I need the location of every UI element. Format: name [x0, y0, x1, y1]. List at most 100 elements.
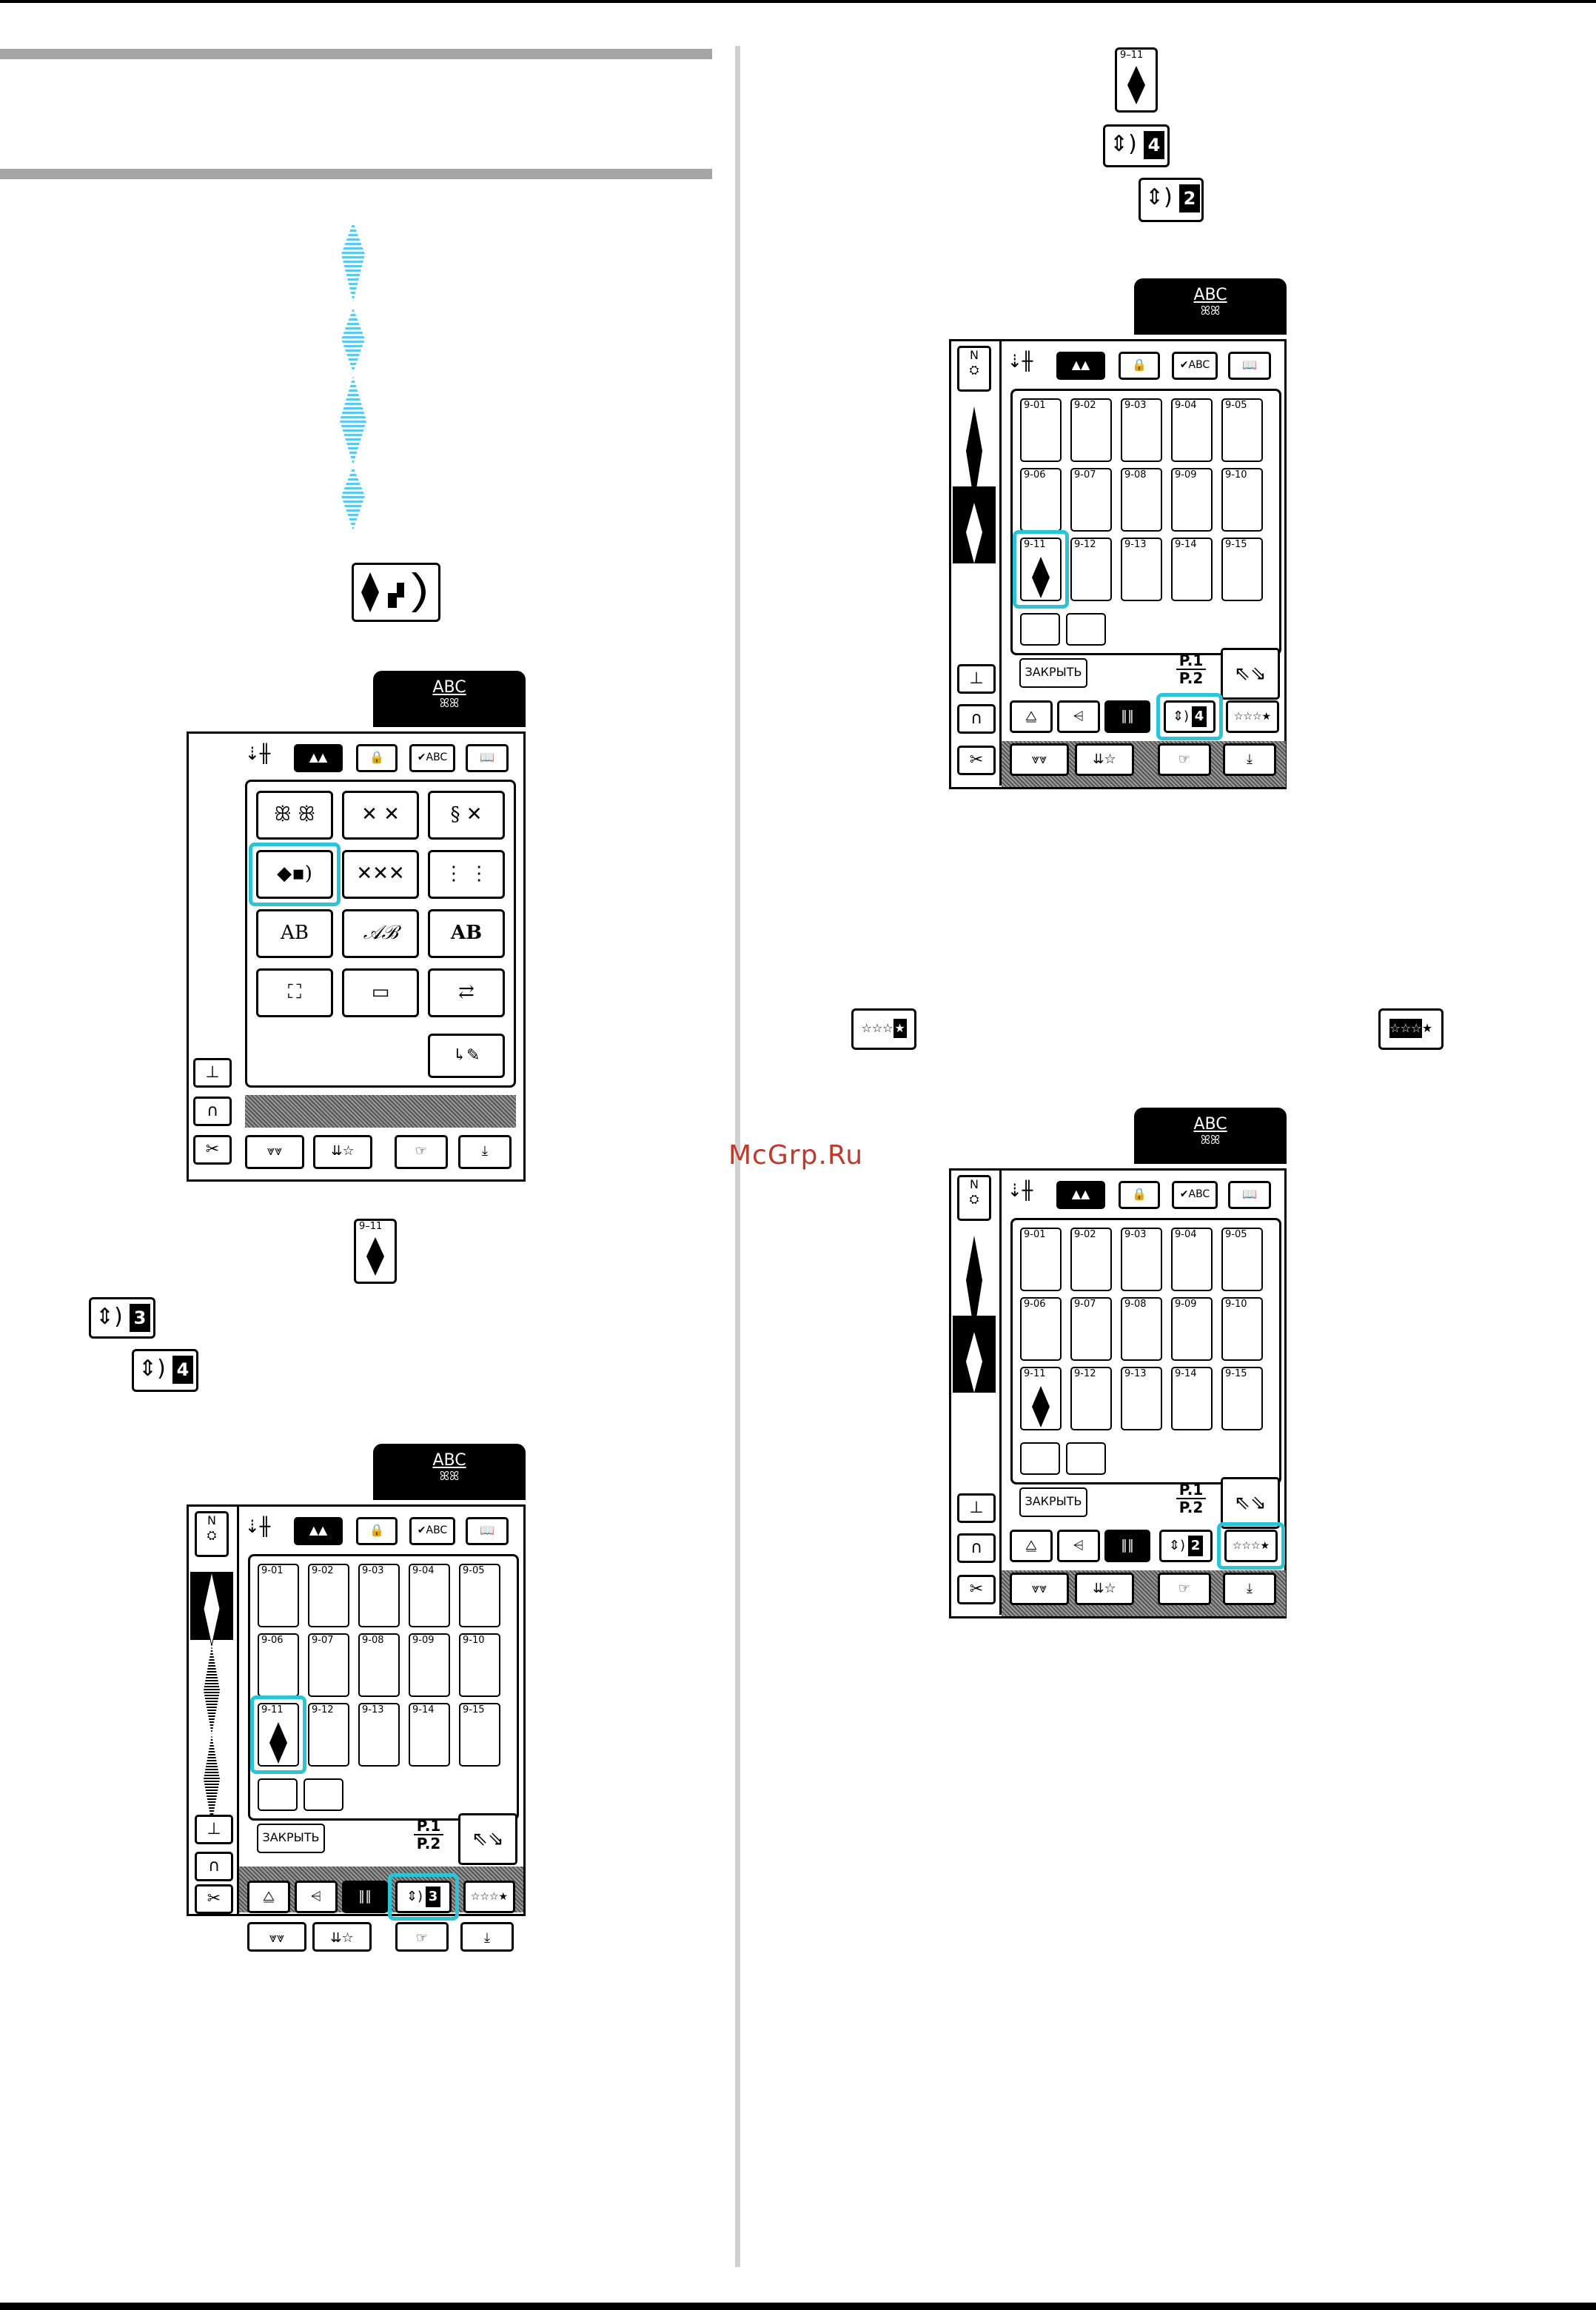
pattern-cell[interactable]: 9-06	[1020, 468, 1062, 532]
pattern-cell[interactable]: 9-05	[1221, 398, 1263, 462]
pattern-cell[interactable]: 9-04	[1171, 398, 1213, 462]
abc-tab[interactable]: ABC ꕤꕤ	[1134, 278, 1287, 335]
utility-stitch-button[interactable]: ⩔⩔	[247, 1922, 306, 1952]
reverse-stitch-icon[interactable]: ∩	[957, 1533, 996, 1563]
pattern-cell[interactable]: 9-07	[308, 1633, 349, 1697]
pattern-cell[interactable]: 9-12	[1070, 538, 1112, 601]
pattern-cell[interactable]: 9-08	[358, 1633, 400, 1697]
width-button[interactable]: ⇕)4	[1164, 700, 1216, 733]
category-cell-font3[interactable]: AB	[428, 909, 505, 958]
lock-icon[interactable]: 🔒	[1119, 1181, 1160, 1209]
check-abc-button[interactable]: ✔ABC	[409, 1517, 455, 1545]
pattern-cell[interactable]: 9-09	[1171, 468, 1213, 532]
close-button[interactable]: ЗАКРЫТЬ	[257, 1824, 325, 1853]
star-repeat-button[interactable]: ☆☆☆★	[1226, 700, 1279, 733]
presser-foot-n-icon[interactable]: N⛭	[195, 1511, 229, 1557]
pattern-cell[interactable]: 9-15	[1221, 538, 1263, 601]
pattern-cell[interactable]: 9-08	[1121, 468, 1162, 532]
pattern-cell[interactable]: 9-07	[1070, 468, 1112, 532]
single-double-toggle[interactable]: ▲▲	[294, 1517, 343, 1545]
help-book-icon[interactable]: 📖	[1228, 352, 1271, 380]
pattern-cell[interactable]: 9-04	[409, 1564, 450, 1627]
memory-button[interactable]: ☞	[1158, 743, 1211, 776]
category-cell-10[interactable]: ⛶	[256, 968, 333, 1017]
category-cell-satin[interactable]: ◆▪)	[256, 850, 333, 899]
mirror-horizontal-button[interactable]: ⩤	[1057, 1530, 1100, 1562]
memory-button[interactable]: ☞	[1158, 1573, 1211, 1605]
twin-needle-button[interactable]: ∥∥	[1104, 700, 1150, 733]
width-button[interactable]: ⇕)2	[1159, 1530, 1213, 1562]
pattern-cell[interactable]: 9-10	[459, 1633, 500, 1697]
presser-foot-n-icon[interactable]: N⛭	[957, 346, 991, 392]
pattern-cell[interactable]: 9-12	[308, 1703, 349, 1767]
help-book-icon[interactable]: 📖	[466, 744, 509, 772]
utility-stitch-button[interactable]: ⩔⩔	[1010, 743, 1069, 776]
pattern-cell[interactable]: 9-01	[258, 1564, 299, 1627]
scissors-icon[interactable]: ✂	[193, 1135, 232, 1165]
needle-position-icon[interactable]: ⇣╫	[1003, 1179, 1037, 1208]
category-cell-pocket[interactable]: ▭	[342, 968, 419, 1017]
pattern-cell[interactable]: 9-13	[1121, 1367, 1162, 1430]
mirror-left-button[interactable]	[258, 1778, 298, 1811]
mirror-right-button[interactable]	[304, 1778, 343, 1811]
presser-foot-icon[interactable]: ⊥	[957, 664, 996, 694]
needle-position-icon[interactable]: ⇣╫	[241, 743, 275, 771]
mirror-right-button[interactable]	[1066, 1442, 1106, 1475]
needle-position-icon[interactable]: ⇣╫	[241, 1516, 275, 1544]
pattern-cell[interactable]: 9-02	[1070, 1228, 1112, 1291]
width-button[interactable]: ⇕)3	[395, 1881, 452, 1913]
pattern-cell[interactable]: 9-03	[1121, 398, 1162, 462]
scissors-icon[interactable]: ✂	[957, 746, 996, 775]
pattern-cell[interactable]: 9-04	[1171, 1228, 1213, 1291]
pattern-cell[interactable]: 9-12	[1070, 1367, 1112, 1430]
pattern-cell[interactable]: 9-13	[1121, 538, 1162, 601]
mirror-vertical-button[interactable]: ⧋	[1010, 700, 1053, 733]
category-cell-font2[interactable]: 𝒜ℬ	[342, 909, 419, 958]
star-repeat-button[interactable]: ☆☆☆★	[1224, 1530, 1278, 1562]
memory-button[interactable]: ☞	[395, 1922, 449, 1952]
reverse-stitch-icon[interactable]: ∩	[193, 1097, 232, 1126]
pattern-cell-9-11[interactable]: 9-11	[1020, 1367, 1062, 1430]
pattern-cell[interactable]: 9-03	[358, 1564, 400, 1627]
pattern-cell[interactable]: 9-14	[409, 1703, 450, 1767]
check-abc-button[interactable]: ✔ABC	[1172, 352, 1218, 380]
mirror-horizontal-button[interactable]: ⩤	[295, 1881, 338, 1913]
utility-stitch-button[interactable]: ⩔⩔	[245, 1135, 304, 1169]
page-arrows-button[interactable]: ⇖⇘	[1221, 648, 1280, 700]
pattern-cell[interactable]: 9-03	[1121, 1228, 1162, 1291]
save-button[interactable]: ⤓	[1223, 1573, 1276, 1605]
mirror-vertical-button[interactable]: ⧋	[1010, 1530, 1053, 1562]
pattern-cell[interactable]: 9-09	[1171, 1297, 1213, 1361]
check-abc-button[interactable]: ✔ABC	[1172, 1181, 1218, 1209]
category-cell-6[interactable]: ⋮ ⋮	[428, 850, 505, 899]
needle-position-icon[interactable]: ⇣╫	[1003, 350, 1037, 378]
close-button[interactable]: ЗАКРЫТЬ	[1019, 658, 1087, 688]
mirror-left-button[interactable]	[1020, 1442, 1060, 1475]
mirror-horizontal-button[interactable]: ⩤	[1057, 700, 1100, 733]
close-button[interactable]: ЗАКРЫТЬ	[1019, 1487, 1087, 1517]
category-cell-usb[interactable]: ⇄	[428, 968, 505, 1017]
pattern-cell-9-11[interactable]: 9-11	[258, 1703, 299, 1767]
pattern-cell[interactable]: 9-02	[1070, 398, 1112, 462]
scissors-icon[interactable]: ✂	[195, 1884, 233, 1914]
utility-stitch-button[interactable]: ⩔⩔	[1010, 1573, 1069, 1605]
category-cell-5[interactable]: ✕✕✕	[342, 850, 419, 899]
presser-foot-icon[interactable]: ⊥	[957, 1493, 996, 1523]
lock-icon[interactable]: 🔒	[356, 1517, 398, 1545]
single-double-toggle[interactable]: ▲▲	[1056, 352, 1105, 380]
presser-foot-n-icon[interactable]: N⛭	[957, 1175, 991, 1221]
pattern-cell[interactable]: 9-10	[1221, 468, 1263, 532]
my-custom-stitch-button[interactable]: ↳✎	[428, 1034, 505, 1078]
abc-tab[interactable]: ABC ꕤꕤ	[373, 671, 526, 727]
save-button[interactable]: ⤓	[460, 1922, 514, 1952]
category-cell-3[interactable]: § ✕	[428, 791, 505, 840]
pattern-cell[interactable]: 9-06	[1020, 1297, 1062, 1361]
pattern-cell[interactable]: 9-10	[1221, 1297, 1263, 1361]
pattern-cell-9-11[interactable]: 9-11	[1020, 538, 1062, 601]
twin-needle-button[interactable]: ∥∥	[342, 1881, 388, 1913]
abc-tab[interactable]: ABC ꕤꕤ	[1134, 1108, 1287, 1164]
pattern-cell[interactable]: 9-15	[1221, 1367, 1263, 1430]
pattern-cell[interactable]: 9-14	[1171, 538, 1213, 601]
lock-icon[interactable]: 🔒	[1119, 352, 1160, 380]
check-abc-button[interactable]: ✔ABC	[409, 744, 455, 772]
